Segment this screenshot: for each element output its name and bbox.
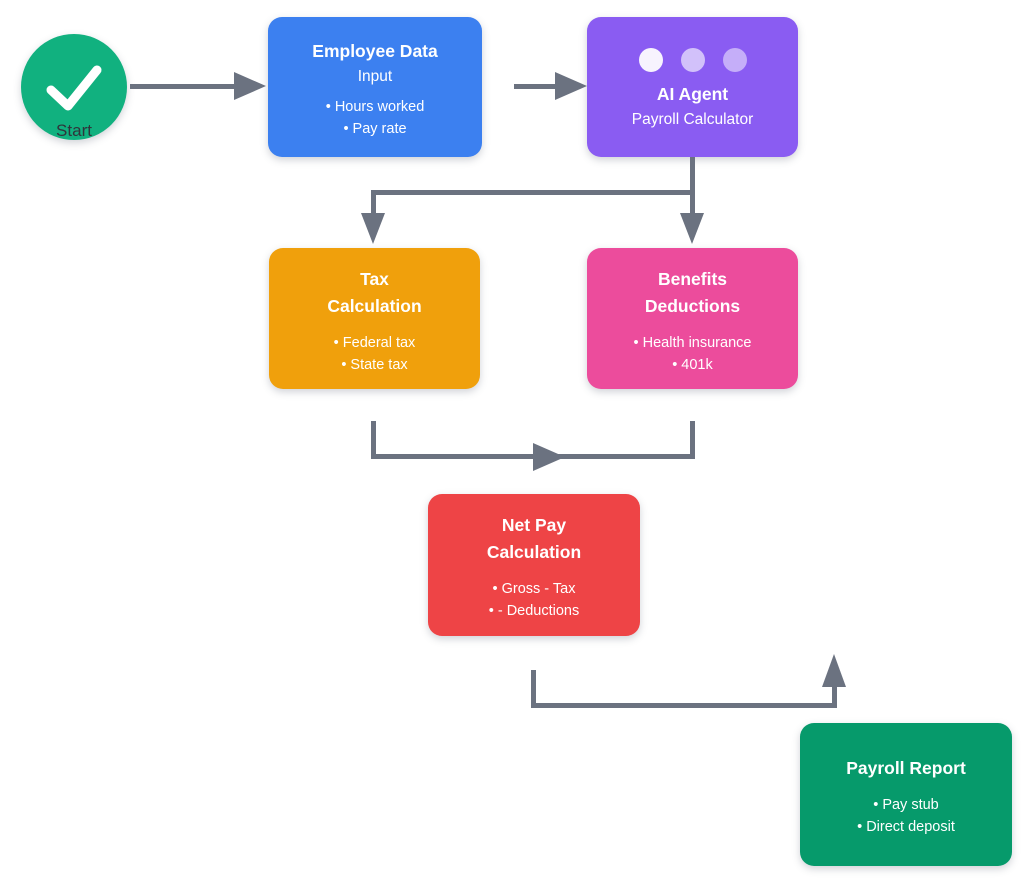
bullet-item: • Direct deposit [857,819,955,835]
connector-line [690,190,695,215]
connector-line [690,157,695,193]
node-title: Tax [360,268,389,289]
node-tax-calculation: Tax Calculation • Federal tax • State ta… [269,248,480,389]
agent-dot-icon [638,47,663,72]
node-bullets: • Gross - Tax • - Deductions [489,578,580,622]
node-title: Calculation [327,295,422,316]
arrowhead-right-icon [533,443,565,471]
bullet-item: • 401k [672,356,713,373]
connector-line [690,421,695,459]
checkmark-icon [46,65,102,111]
node-subtitle: Payroll Calculator [631,110,754,128]
bullet-item: • Pay stub [873,797,939,813]
node-benefits-deductions: Benefits Deductions • Health insurance •… [587,248,798,389]
node-net-pay: Net Pay Calculation • Gross - Tax • - De… [428,494,640,636]
bullet-item: • Federal tax [333,334,416,351]
node-payroll-report: Payroll Report • Pay stub • Direct depos… [800,723,1012,866]
arrowhead-up-icon [822,654,846,687]
arrowhead-right-icon [234,72,266,100]
connector-line [832,685,837,708]
arrowhead-down-icon [361,213,385,244]
bullet-item: • Gross - Tax [492,581,576,597]
bullet-item: • Pay rate [343,121,407,137]
node-bullets: • Health insurance • 401k [634,332,752,376]
arrowhead-right-icon [555,72,587,100]
bullet-item: • - Deductions [488,603,580,619]
node-bullets: • Pay stub • Direct deposit [857,794,955,838]
arrowhead-down-icon [680,213,704,244]
node-title: Net Pay [501,515,567,535]
node-bullets: • Hours worked • Pay rate [326,96,425,140]
bullet-item: • Hours worked [325,99,425,115]
node-title: Calculation [486,542,582,562]
node-ai-agent: AI Agent Payroll Calculator [587,17,798,157]
agent-dot-icon [722,47,747,72]
connector-line [371,190,376,215]
bullet-item: • Health insurance [633,334,752,351]
connector-line [531,670,536,708]
connector-line [130,84,236,89]
start-label: Start [56,121,92,140]
connector-line [371,190,695,195]
node-title: Deductions [644,295,741,316]
node-employee-data: Employee Data Input • Hours worked • Pay… [268,17,482,157]
bullet-item: • State tax [341,356,408,373]
node-subtitle: Input [357,68,393,85]
node-title: Benefits [657,268,728,289]
connector-line [514,84,558,89]
node-title: Employee Data [312,41,438,61]
connector-line [371,421,376,459]
node-title: AI Agent [656,83,729,104]
node-bullets: • Federal tax • State tax [334,332,416,376]
start-node [21,34,127,140]
connector-line [531,703,837,708]
agent-dot-icon [680,47,705,72]
node-title: Payroll Report [846,758,966,778]
agent-dots [638,47,747,72]
